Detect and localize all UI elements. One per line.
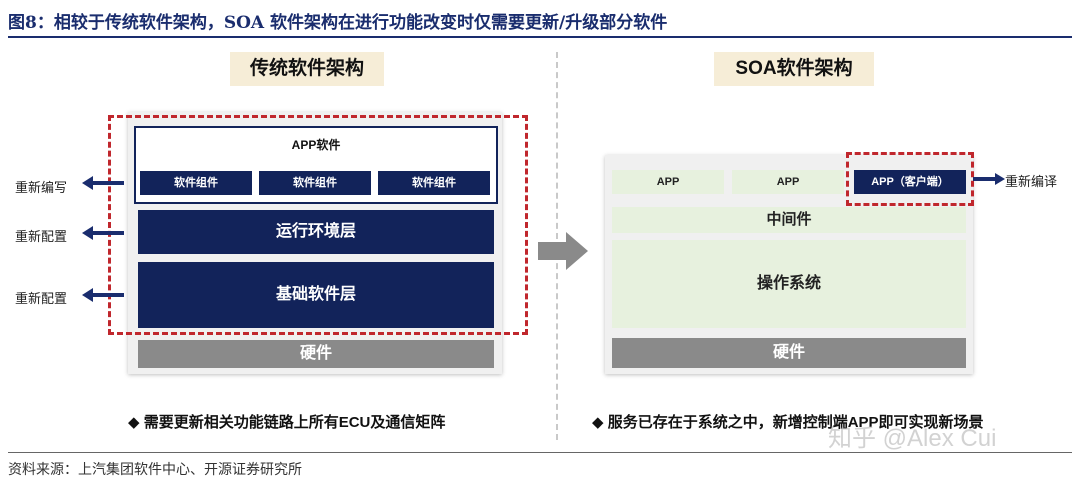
app-client-box: APP（客户端） — [854, 170, 966, 194]
reconfigure-label-1: 重新配置 — [15, 229, 68, 244]
app-box-2: APP — [732, 170, 844, 194]
right-hardware-bar: 硬件 — [612, 338, 966, 368]
left-bullet-note: ◆ 需要更新相关功能链路上所有ECU及通信矩阵 — [128, 414, 446, 431]
client-update-frame — [846, 152, 974, 206]
operating-system-layer: 操作系统 — [612, 240, 966, 328]
reconfigure-arrow-icon-1 — [82, 226, 124, 240]
app-box-1: APP — [612, 170, 724, 194]
software-component-3: 软件组件 — [378, 171, 490, 195]
middleware-layer: 中间件 — [612, 207, 966, 233]
source-note: 资料来源：上汽集团软件中心、开源证券研究所 — [8, 462, 302, 478]
reconfigure-arrow-icon-2 — [82, 288, 124, 302]
rewrite-label: 重新编写 — [15, 180, 68, 195]
title-rule — [8, 36, 1072, 38]
footer-rule — [8, 452, 1072, 453]
left-heading: 传统软件架构 — [230, 52, 384, 86]
rewrite-arrow-icon — [82, 176, 124, 190]
software-component-1: 软件组件 — [140, 171, 252, 195]
runtime-layer: 运行环境层 — [138, 210, 494, 254]
left-update-scope-frame — [108, 115, 528, 335]
figure-title: 图8：相较于传统软件架构，SOA 软件架构在进行功能改变时仅需要更新/升级部分软… — [8, 13, 668, 33]
right-bullet-note: ◆ 服务已存在于系统之中，新增控制端APP即可实现新场景 — [592, 414, 984, 431]
base-software-layer: 基础软件层 — [138, 262, 494, 328]
recompile-label: 重新编译 — [1005, 174, 1058, 189]
watermark: 知乎 @Alex Cui — [828, 425, 997, 452]
left-hardware-bar: 硬件 — [138, 340, 494, 368]
software-component-2: 软件组件 — [259, 171, 371, 195]
transition-arrow-icon — [538, 232, 588, 270]
reconfigure-label-2: 重新配置 — [15, 291, 68, 306]
recompile-arrow-icon — [973, 173, 1005, 185]
app-software-label: APP软件 — [291, 138, 341, 152]
right-heading: SOA软件架构 — [714, 52, 874, 86]
